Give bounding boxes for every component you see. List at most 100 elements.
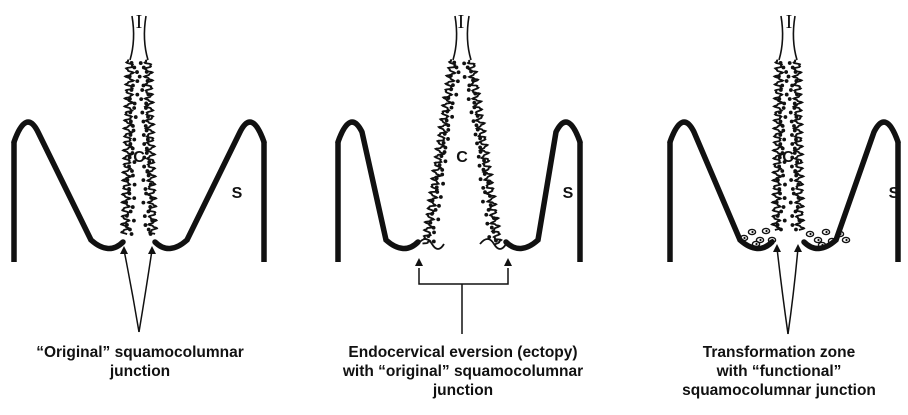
arrow-head xyxy=(794,244,802,252)
caption-line: junction xyxy=(10,362,270,381)
columnar-cell-dot xyxy=(794,228,798,232)
columnar-cell-dot xyxy=(142,133,146,137)
columnar-cell-dot xyxy=(776,214,780,218)
columnar-cell-dot xyxy=(779,120,783,124)
columnar-cell-dot xyxy=(777,75,781,79)
columnar-cell-dot xyxy=(787,75,791,79)
columnar-cell-dot xyxy=(140,111,144,115)
columnar-cell-dot xyxy=(125,214,129,218)
endocervical-canal-left-wall xyxy=(453,16,457,60)
metaplastic-nucleus xyxy=(845,239,847,241)
columnar-cell-dot xyxy=(145,70,149,74)
columnar-cell-dot xyxy=(472,119,476,123)
columnar-cell-dot xyxy=(142,84,146,88)
columnar-cell-dot xyxy=(146,115,150,119)
columnar-cell-dot xyxy=(778,111,782,115)
columnar-cell-dot xyxy=(473,92,477,96)
columnar-cell-dot xyxy=(449,87,453,91)
caption-original-junction: “Original” squamocolumnar junction xyxy=(10,343,270,381)
columnar-cell-dot xyxy=(479,177,483,181)
columnar-cell-dot xyxy=(141,178,145,182)
metaplastic-nucleus xyxy=(743,237,745,239)
columnar-cell-dot xyxy=(145,151,149,155)
columnar-cell-dot xyxy=(149,182,153,186)
columnar-cell-dot xyxy=(452,61,456,65)
columnar-cell-dot xyxy=(446,123,450,127)
columnar-cell-dot xyxy=(476,128,480,132)
columnar-cell-dot xyxy=(139,97,143,101)
columnar-cell-dot xyxy=(478,136,482,140)
columnar-cell-dot xyxy=(134,115,138,119)
columnar-cell-dot xyxy=(446,96,450,100)
metaplastic-nucleus xyxy=(751,231,753,233)
columnar-cell-dot xyxy=(785,79,789,83)
columnar-cell-dot xyxy=(481,200,485,204)
columnar-cell-dot xyxy=(776,223,780,227)
columnar-cell-dot xyxy=(143,214,147,218)
columnar-cell-dot xyxy=(779,210,783,214)
columnar-cell-dot xyxy=(442,141,446,145)
columnar-cell-dot xyxy=(797,196,801,200)
columnar-cell-dot xyxy=(782,66,786,70)
columnar-cell-dot xyxy=(446,137,450,141)
columnar-cell-dot xyxy=(488,194,492,198)
columnar-cell-dot xyxy=(777,97,781,101)
columnar-cell-dot xyxy=(135,70,139,74)
panel-transformation-zone xyxy=(670,16,898,334)
columnar-cell-dot xyxy=(443,132,447,136)
columnar-cell-dot xyxy=(492,230,496,234)
columnar-cell-dot xyxy=(785,93,789,97)
columnar-cell-dot xyxy=(144,102,148,106)
columnar-cell-dot xyxy=(486,181,490,185)
columnar-cell-dot xyxy=(781,129,785,133)
columnar-cell-dot xyxy=(789,88,793,92)
columnar-cell-dot xyxy=(778,192,782,196)
columnar-cell-dot xyxy=(432,230,436,234)
columnar-cell-dot xyxy=(490,226,494,230)
metaplastic-nucleus xyxy=(809,233,811,235)
endocervical-canal-right-wall xyxy=(793,16,797,60)
columnar-cell-dot xyxy=(146,138,150,142)
squamous-label-3: S xyxy=(889,185,900,202)
columnar-cell-dot xyxy=(130,169,134,173)
columnar-cell-dot xyxy=(130,232,134,236)
columnar-cell-dot xyxy=(790,120,794,124)
metaplastic-nucleus xyxy=(755,243,757,245)
columnar-cell-dot xyxy=(439,195,443,199)
columnar-cell-dot xyxy=(794,210,798,214)
columnar-cell-dot xyxy=(472,101,476,105)
columnar-cell-dot xyxy=(435,185,439,189)
caption-line: with “functional” xyxy=(648,362,908,381)
everted-columnar-left xyxy=(418,239,444,249)
caption-line: with “original” squamocolumnar xyxy=(318,362,608,381)
columnar-cell-dot xyxy=(449,74,453,78)
metaplastic-nucleus xyxy=(839,233,841,235)
columnar-cell-dot xyxy=(429,221,433,225)
columnar-cell-dot xyxy=(444,146,448,150)
columnar-cell-dot xyxy=(145,129,149,133)
columnar-cell-dot xyxy=(789,201,793,205)
columnar-cell-dot xyxy=(450,106,454,110)
columnar-cell-dot xyxy=(430,212,434,216)
metaplastic-nucleus xyxy=(771,239,773,241)
columnar-cell-dot xyxy=(432,226,436,230)
metaplastic-nucleus xyxy=(825,231,827,233)
panel-endocervical-eversion xyxy=(338,16,580,334)
columnar-cell-dot xyxy=(451,101,455,105)
columnar-cell-dot xyxy=(150,218,154,222)
columnar-cell-dot xyxy=(128,228,132,232)
columnar-cell-dot xyxy=(478,146,482,150)
arrow-head xyxy=(415,258,423,266)
columnar-cell-dot xyxy=(149,196,153,200)
columnar-cell-dot xyxy=(485,222,489,226)
columnar-cell-dot xyxy=(789,178,793,182)
columnar-cell-dot xyxy=(777,165,781,169)
columnar-cell-dot xyxy=(463,75,467,79)
columnar-cell-dot xyxy=(126,178,130,182)
columnar-cell-dot xyxy=(131,84,135,88)
columnar-cell-dot xyxy=(440,168,444,172)
caption-transformation-zone: Transformation zone with “functional” sq… xyxy=(648,343,908,400)
columnar-cell-dot xyxy=(779,228,783,232)
columnar-cell-dot xyxy=(780,169,784,173)
arrow-head xyxy=(120,246,128,254)
